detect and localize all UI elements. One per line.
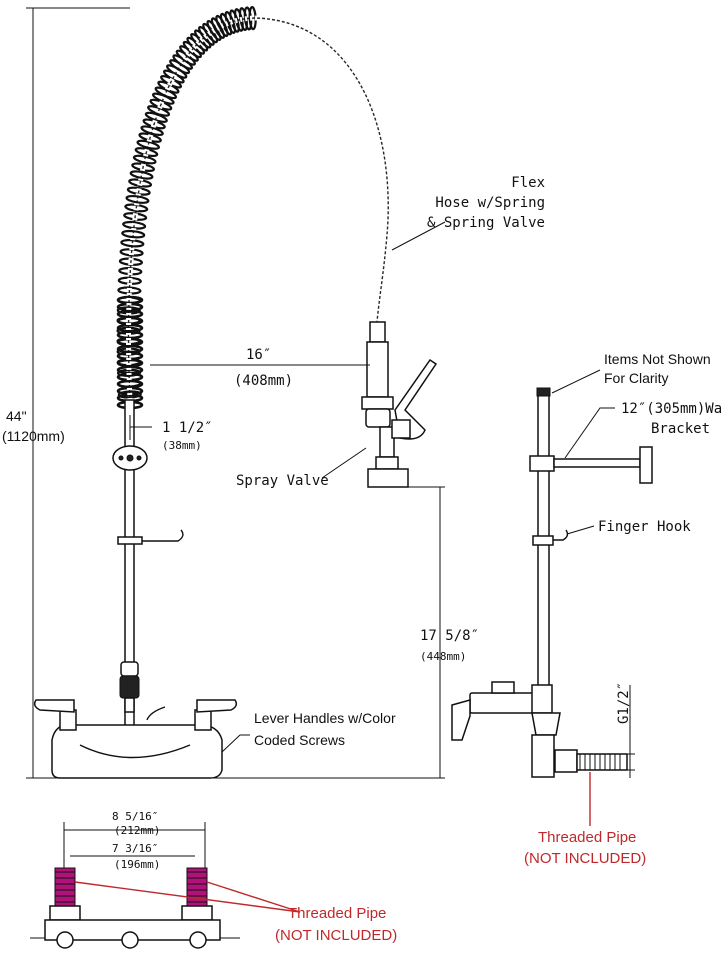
spray-valve-label: Spray Valve (236, 447, 367, 489)
threaded-pipe-bottom-line-2: (NOT INCLUDED) (275, 927, 397, 944)
reach-dimension: 16″ (408mm) (150, 347, 370, 389)
riser-dimension: 1 1/2″ (38mm) (129, 415, 213, 452)
spout-inches: 17 5/8″ (420, 628, 479, 644)
riser-mm: (38mm) (162, 439, 202, 452)
spray-valve-text: Spray Valve (236, 473, 329, 489)
inner-spacing-mm: (196mm) (114, 858, 160, 871)
threaded-pipe-bottom-label: Threaded Pipe (NOT INCLUDED) (74, 881, 397, 944)
wall-bracket-line-1: 12″(305mm)Wall (621, 401, 723, 417)
riser-pipe (112, 399, 148, 746)
inlet-dimension: G1/2″ (616, 682, 635, 778)
wall-valve (451, 681, 628, 778)
spout-mm: (448mm) (420, 650, 466, 663)
inlet-size: G1/2″ (616, 682, 632, 724)
faucet-base (33, 699, 238, 779)
spray-valve (361, 321, 438, 488)
wall-riser (529, 387, 653, 689)
spacing-inset: 8 5/16″ (212mm) 7 3/16″ (196mm) (30, 810, 240, 949)
flex-hose (126, 15, 391, 401)
inner-spacing-inches: 7 3/16″ (112, 842, 158, 855)
items-not-shown-label: Items Not Shown For Clarity (551, 351, 711, 394)
outer-spacing-mm: (212mm) (114, 824, 160, 837)
threaded-pipe-right-inset (186, 867, 208, 907)
height-inches: 44" (6, 408, 27, 424)
lever-handles-line-1: Lever Handles w/Color (254, 710, 396, 726)
reach-inches: 16″ (246, 347, 271, 363)
items-not-shown-line-1: Items Not Shown (604, 351, 711, 367)
lever-handles-line-2: Coded Screws (254, 732, 345, 748)
threaded-pipe-right-line-1: Threaded Pipe (538, 829, 636, 846)
flex-hose-line-2: Hose w/Spring (435, 195, 545, 211)
finger-hook-label: Finger Hook (566, 519, 691, 535)
finger-hook-text: Finger Hook (598, 519, 691, 535)
height-mm: (1120mm) (2, 428, 65, 444)
wall-bracket-label: 12″(305mm)Wall Bracket (564, 401, 723, 459)
spout-dimension: 17 5/8″ (448mm) (408, 486, 479, 778)
spring-coil (116, 6, 257, 410)
wall-bracket-line-2: Bracket (651, 421, 710, 437)
threaded-pipe-right-line-2: (NOT INCLUDED) (524, 850, 646, 867)
items-not-shown-line-2: For Clarity (604, 370, 669, 386)
threaded-pipe-right-label: Threaded Pipe (NOT INCLUDED) (524, 772, 646, 867)
riser-inches: 1 1/2″ (162, 420, 213, 436)
flex-hose-line-1: Flex (511, 175, 545, 191)
lever-handles-label: Lever Handles w/Color Coded Screws (221, 710, 396, 753)
flex-hose-line-3: & Spring Valve (427, 215, 545, 231)
reach-mm: (408mm) (234, 373, 293, 389)
outer-spacing-inches: 8 5/16″ (112, 810, 158, 823)
riser-valve (119, 661, 140, 713)
threaded-pipe-left (54, 867, 76, 907)
flex-hose-label: Flex Hose w/Spring & Spring Valve (391, 175, 545, 251)
threaded-pipe-bottom-line-1: Threaded Pipe (288, 905, 386, 922)
riser-hook (117, 529, 184, 545)
